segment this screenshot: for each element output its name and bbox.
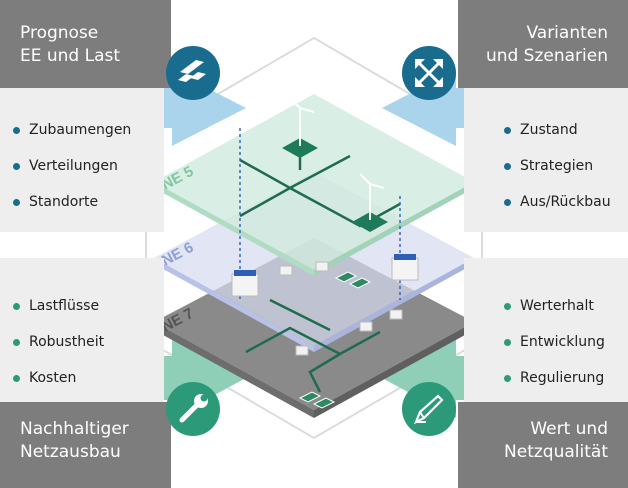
list-item: Zustand <box>504 120 611 156</box>
bullet-icon <box>13 163 20 170</box>
list-item-label: Aus/Rückbau <box>520 194 611 210</box>
list-prognose: Zubaumengen Verteilungen Standorte <box>13 120 131 228</box>
bullet-icon <box>504 127 511 134</box>
list-varianten: Zustand Strategien Aus/Rückbau <box>504 120 611 228</box>
list-item-label: Robustheit <box>29 334 105 350</box>
list-item-label: Lastflüsse <box>29 298 100 314</box>
list-item-label: Entwicklung <box>520 334 605 350</box>
bullet-icon <box>504 375 511 382</box>
network-lines-ne7 <box>245 298 381 393</box>
banner-title-line: Nachhaltiger <box>20 419 129 439</box>
banner-varianten: Varianten und Szenarien <box>458 0 628 88</box>
list-netzausbau: Lastflüsse Robustheit Kosten <box>13 296 104 404</box>
list-item: Werterhalt <box>504 296 605 332</box>
banner-title-line: EE und Last <box>20 46 121 66</box>
banner-title-line: Wert und <box>530 419 608 439</box>
panel-bottom-left <box>0 258 164 402</box>
list-item-label: Standorte <box>29 194 99 210</box>
list-item: Entwicklung <box>504 332 605 368</box>
list-netzqualitaet: Werterhalt Entwicklung Regulierung <box>504 296 605 404</box>
list-item: Regulierung <box>504 368 605 404</box>
list-item-label: Verteilungen <box>29 158 118 174</box>
substation-left <box>231 270 259 297</box>
banner-netzausbau: Nachhaltiger Netzausbau <box>0 402 171 488</box>
list-item: Lastflüsse <box>13 296 104 332</box>
bullet-icon <box>13 339 20 346</box>
list-item: Aus/Rückbau <box>504 192 611 228</box>
list-item: Robustheit <box>13 332 104 368</box>
bullet-icon <box>504 303 511 310</box>
banner-title-line: und Szenarien <box>485 46 608 66</box>
expand-arrows-icon <box>402 46 456 100</box>
list-item-label: Zustand <box>520 122 578 138</box>
banner-title-line: Netzqualität <box>504 442 608 462</box>
bullet-icon <box>504 163 511 170</box>
substation-right <box>391 254 419 281</box>
solar-panel-icon <box>166 46 220 100</box>
list-item: Verteilungen <box>13 156 131 192</box>
wrench-icon <box>166 382 220 436</box>
list-item-label: Strategien <box>520 158 594 174</box>
bullet-icon <box>504 199 511 206</box>
list-item: Kosten <box>13 368 104 404</box>
list-item-label: Zubaumengen <box>29 122 132 138</box>
panel-bottom-right <box>464 258 628 402</box>
banner-prognose: Prognose EE und Last <box>0 0 171 88</box>
bullet-icon <box>13 375 20 382</box>
bullet-icon <box>13 199 20 206</box>
banner-title-line: Varianten <box>526 23 608 43</box>
houses <box>279 261 403 356</box>
bullet-icon <box>504 339 511 346</box>
list-item: Zubaumengen <box>13 120 131 156</box>
solar-panels-ne7 <box>298 271 372 409</box>
list-item-label: Regulierung <box>520 370 605 386</box>
pencil-icon <box>402 382 456 436</box>
banner-netzqualitaet: Wert und Netzqualität <box>458 402 628 488</box>
bullet-icon <box>13 303 20 310</box>
panel-top-left <box>0 88 164 232</box>
banner-title-line: Prognose <box>20 23 99 43</box>
list-item: Strategien <box>504 156 611 192</box>
list-item-label: Kosten <box>29 370 77 386</box>
list-item-label: Werterhalt <box>520 298 594 314</box>
panel-top-right <box>464 88 628 232</box>
wind-turbine-2 <box>352 173 388 232</box>
list-item: Standorte <box>13 192 131 228</box>
bullet-icon <box>13 127 20 134</box>
banner-title-line: Netzausbau <box>20 442 121 462</box>
wind-turbine-1 <box>282 97 318 158</box>
